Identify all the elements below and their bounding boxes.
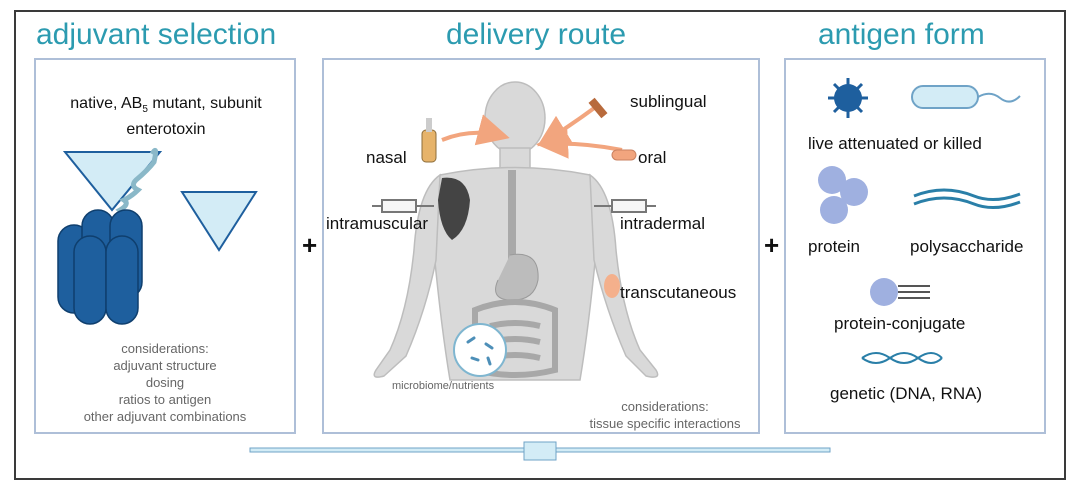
route-arrows	[372, 97, 656, 213]
antigen-live-label: live attenuated or killed	[808, 134, 982, 153]
antigen-conjugate-label: protein-conjugate	[834, 314, 966, 333]
antigen-form-title: antigen form	[818, 18, 985, 51]
polysaccharide-icon	[913, 188, 1021, 209]
route-intramuscular-label: intramuscular	[326, 214, 429, 233]
route-oral-label: oral	[638, 148, 667, 167]
antigen-protein-label: protein	[808, 237, 860, 256]
route-nasal-label: nasal	[366, 148, 407, 167]
virus-icon	[828, 78, 868, 118]
route-intradermal-label: intradermal	[620, 214, 706, 233]
delivery-route-title: delivery route	[446, 18, 627, 51]
microbiome-circle	[453, 323, 507, 377]
plus-operator-2: +	[764, 230, 780, 260]
bottom-funnel-arrow	[249, 441, 831, 461]
adjuvant-considerations: considerations: adjuvant structure dosin…	[83, 341, 247, 424]
antigen-genetic-label: genetic (DNA, RNA)	[830, 384, 983, 403]
enterotoxin-label: native, AB5 mutant, subunit enterotoxin	[70, 95, 262, 139]
transcutaneous-patch	[604, 274, 620, 298]
human-body-illustration	[373, 81, 659, 381]
plus-operator-1: +	[302, 230, 318, 260]
dna-helix-icon	[861, 352, 943, 364]
linker-coil	[114, 147, 159, 223]
b-pentamer	[57, 209, 143, 325]
microbiome-label: microbiome/nutrients	[392, 380, 495, 392]
protein-conjugate-icon	[870, 278, 930, 306]
route-sublingual-label: sublingual	[630, 92, 707, 111]
delivery-considerations: considerations: tissue specific interact…	[589, 399, 741, 431]
adjuvant-selection-title: adjuvant selection	[36, 18, 277, 51]
deltoid-muscle	[438, 177, 470, 240]
antigen-panel	[784, 58, 1046, 434]
antigen-icons	[818, 78, 1021, 364]
antigen-polysaccharide-label: polysaccharide	[910, 237, 1024, 256]
route-transcutaneous-label: transcutaneous	[620, 283, 737, 302]
subunit-triangle	[180, 191, 258, 252]
protein-icon	[818, 166, 868, 224]
enterotoxin-illustration	[57, 147, 258, 325]
